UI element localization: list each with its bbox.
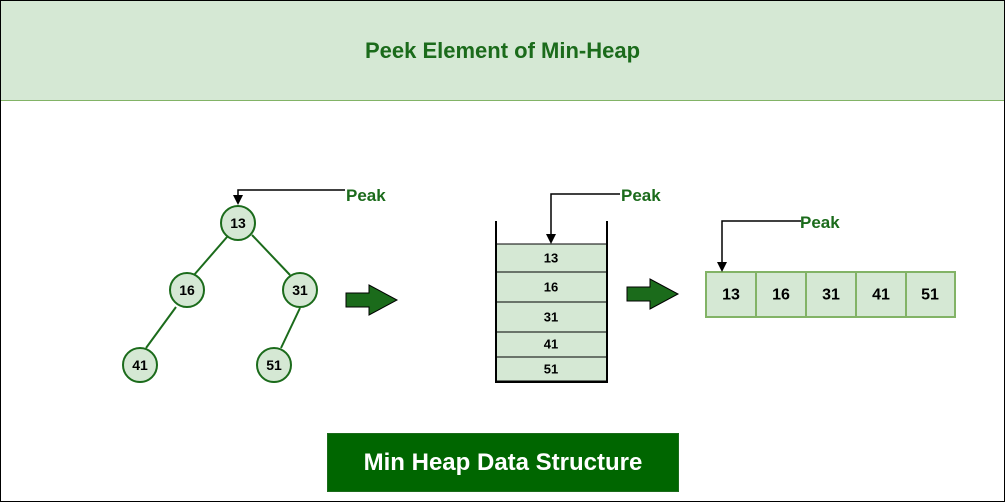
tree-edges (145, 234, 301, 349)
edge-13-16 (193, 236, 228, 276)
stack-cell-4: 51 (495, 356, 608, 382)
tree-node-right-left-label: 51 (266, 357, 282, 373)
transition-arrow-2 (626, 278, 680, 310)
transition-arrow-1 (345, 284, 399, 316)
array-cell-0-label: 13 (722, 287, 740, 304)
stack-cell-0: 13 (495, 243, 608, 273)
caption-box: Min Heap Data Structure (327, 433, 679, 492)
tree-node-root: 13 (220, 205, 256, 241)
array-structure: 13 16 31 41 51 (705, 271, 956, 318)
caption-text: Min Heap Data Structure (363, 448, 643, 476)
stack-container-walls (495, 221, 608, 383)
edge-13-31 (251, 234, 291, 276)
tree-node-right: 31 (282, 272, 318, 308)
stack-cell-1-label: 16 (544, 280, 558, 295)
stack-structure: 13 16 31 41 51 (495, 221, 608, 383)
tree-node-root-label: 13 (230, 215, 246, 231)
stack-peak-pointer: Peak (546, 186, 661, 244)
tree-node-right-left: 51 (256, 347, 292, 383)
stack-cell-3-label: 41 (544, 337, 558, 352)
edge-16-41 (145, 306, 177, 349)
array-cell-4: 51 (905, 271, 956, 318)
tree-node-left-left-label: 41 (132, 357, 148, 373)
array-cell-1: 16 (755, 271, 807, 318)
header-banner: Peek Element of Min-Heap (1, 1, 1004, 101)
stack-cell-3: 41 (495, 331, 608, 358)
page-title: Peek Element of Min-Heap (364, 37, 641, 63)
array-cell-3: 41 (855, 271, 907, 318)
array-cell-2: 31 (805, 271, 857, 318)
array-peak-pointer: Peak (717, 213, 840, 272)
stack-cell-4-label: 51 (544, 362, 558, 377)
array-cell-4-label: 51 (921, 287, 939, 304)
tree-peak-label: Peak (346, 186, 386, 205)
array-cell-1-label: 16 (772, 287, 790, 304)
array-cell-2-label: 31 (822, 287, 840, 304)
stack-cell-0-label: 13 (544, 251, 558, 266)
tree-node-left-left: 41 (122, 347, 158, 383)
stack-cell-2-label: 31 (544, 310, 558, 325)
tree-node-left: 16 (169, 272, 205, 308)
edge-31-51 (280, 307, 301, 349)
tree-peak-pointer: Peak (233, 186, 386, 205)
array-peak-label: Peak (800, 213, 840, 232)
stack-peak-label: Peak (621, 186, 661, 205)
stack-cell-1: 16 (495, 271, 608, 303)
array-cell-3-label: 41 (872, 287, 890, 304)
array-cell-0: 13 (705, 271, 757, 318)
stack-cell-2: 31 (495, 301, 608, 333)
tree-node-right-label: 31 (292, 282, 308, 298)
tree-node-left-label: 16 (179, 282, 195, 298)
